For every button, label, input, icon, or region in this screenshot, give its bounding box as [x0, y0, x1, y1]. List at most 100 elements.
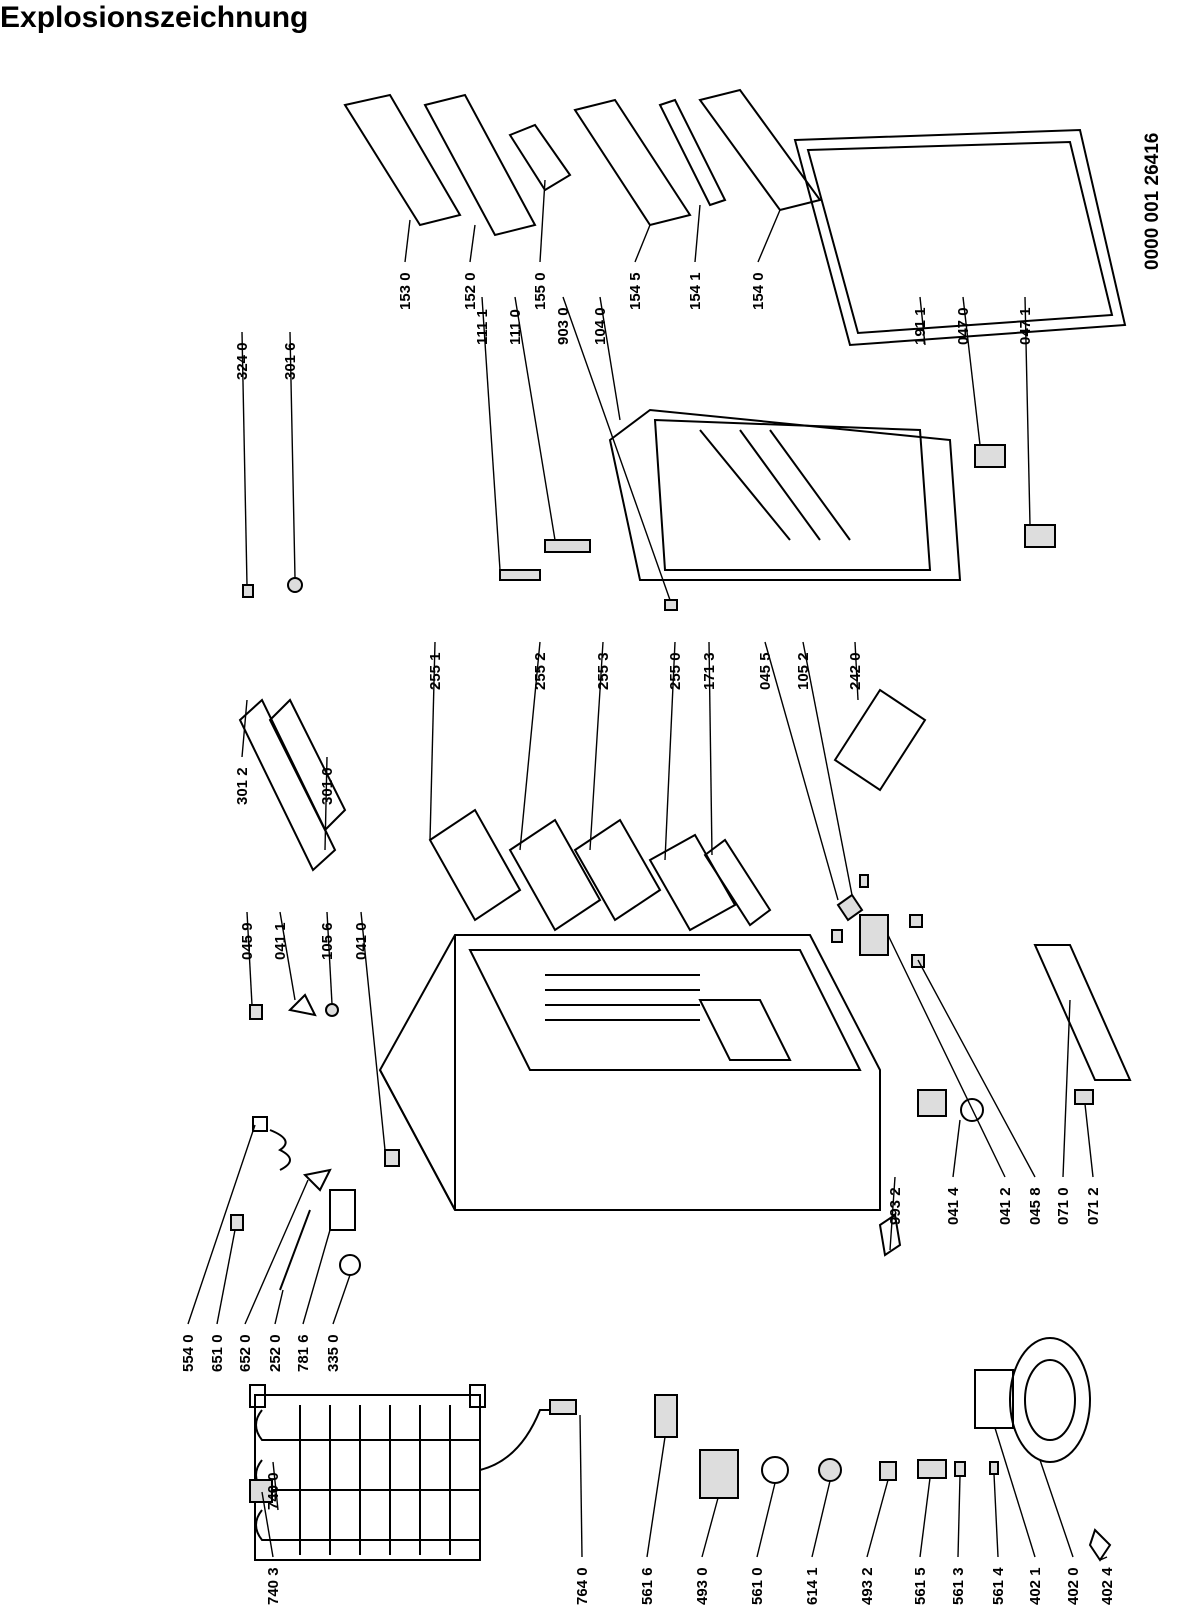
leader-242-0: [854, 641, 859, 701]
part-label-324-0: 324 0: [234, 342, 251, 380]
part-label-781-6: 781 6: [295, 1334, 312, 1372]
leader-561-0: [756, 1482, 776, 1558]
leader-047-0: [962, 296, 981, 446]
page-title: Explosionszeichnung: [0, 1, 309, 34]
part-label-152-0: 152 0: [462, 272, 479, 310]
leader-111-1: [481, 296, 501, 571]
electrical-parts-drawing: [654, 1337, 1112, 1562]
inner-door-drawing: [499, 408, 1056, 611]
thermostat-parts-drawing: [230, 993, 361, 1291]
leader-154-5: [634, 224, 651, 263]
leader-561-3: [957, 1475, 961, 1558]
cabinet-drawing: [378, 934, 881, 1211]
leader-045-5: [764, 641, 839, 901]
part-label-171-3: 171 3: [701, 652, 718, 690]
part-label-903-0: 903 0: [555, 307, 572, 345]
leader-740-3: [261, 1491, 274, 1558]
part-label-071-0: 071 0: [1055, 1187, 1072, 1225]
part-label-041-2: 041 2: [997, 1187, 1014, 1225]
part-label-493-2: 493 2: [859, 1567, 876, 1605]
part-label-047-0: 047 0: [955, 307, 972, 345]
leader-402-4: [1099, 1556, 1108, 1561]
part-label-402-0: 402 0: [1065, 1567, 1082, 1605]
leader-781-6: [302, 1229, 331, 1325]
leader-561-4: [993, 1473, 999, 1558]
part-label-652-0: 652 0: [237, 1334, 254, 1372]
doc-number: 0000 001 26416: [1142, 133, 1163, 270]
leader-155-0: [539, 179, 546, 263]
part-label-561-5: 561 5: [912, 1567, 929, 1605]
part-label-561-4: 561 4: [990, 1567, 1007, 1605]
part-label-252-0: 252 0: [267, 1334, 284, 1372]
leader-071-2: [1084, 1103, 1094, 1178]
part-label-255-3: 255 3: [595, 652, 612, 690]
part-label-154-1: 154 1: [687, 272, 704, 310]
leader-301-6: [289, 331, 296, 579]
leader-045-8: [917, 959, 1036, 1178]
part-label-301-2: 301 2: [234, 767, 251, 805]
leader-402-1: [994, 1427, 1036, 1558]
part-label-764-0: 764 0: [574, 1567, 591, 1605]
part-label-554-0: 554 0: [180, 1334, 197, 1372]
leader-071-0: [1062, 999, 1071, 1178]
leader-255-1: [429, 641, 436, 841]
leader-651-0: [216, 1229, 236, 1325]
leader-191-1: [919, 296, 926, 346]
shelves-drawing: [428, 688, 927, 932]
part-label-561-3: 561 3: [950, 1567, 967, 1605]
leader-764-0: [579, 1414, 583, 1558]
part-label-493-0: 493 0: [694, 1567, 711, 1605]
leader-152-0: [469, 224, 476, 263]
leader-301-0: [324, 756, 328, 851]
leader-041-0: [360, 911, 386, 1151]
leader-561-5: [919, 1477, 931, 1558]
leader-993-2: [889, 1176, 896, 1251]
part-label-335-0: 335 0: [325, 1334, 342, 1372]
part-label-614-1: 614 1: [804, 1567, 821, 1605]
part-label-255-1: 255 1: [427, 652, 444, 690]
leader-903-0: [562, 296, 671, 601]
part-label-402-4: 402 4: [1099, 1567, 1116, 1605]
part-label-047-1: 047 1: [1017, 307, 1034, 345]
leader-561-6: [646, 1436, 666, 1558]
part-label-153-0: 153 0: [397, 272, 414, 310]
part-label-104-0: 104 0: [592, 307, 609, 345]
part-label-301-6: 301 6: [282, 342, 299, 380]
part-label-111-0: 111 0: [507, 309, 524, 345]
leader-493-0: [701, 1497, 719, 1558]
part-label-191-1: 191 1: [912, 307, 929, 345]
part-label-561-6: 561 6: [639, 1567, 656, 1605]
leader-652-0: [244, 1179, 309, 1325]
leader-041-1: [279, 911, 296, 1001]
leader-154-1: [694, 204, 701, 263]
part-label-255-0: 255 0: [667, 652, 684, 690]
part-label-154-5: 154 5: [627, 272, 644, 310]
part-label-301-0: 301 0: [319, 767, 336, 805]
leader-335-0: [332, 1274, 351, 1325]
leader-041-2: [887, 934, 1006, 1178]
leader-105-6: [326, 911, 333, 1005]
leader-740-0: [272, 1461, 279, 1511]
leader-111-0: [514, 296, 556, 541]
part-label-993-2: 993 2: [887, 1187, 904, 1225]
part-label-045-8: 045 8: [1027, 1187, 1044, 1225]
part-label-045-9: 045 9: [239, 922, 256, 960]
door-bins-drawing: [343, 88, 822, 237]
leader-252-0: [274, 1289, 284, 1325]
condenser-drawing: [249, 1384, 577, 1561]
evaporator-drawing: [238, 577, 347, 872]
leader-255-0: [664, 641, 676, 861]
part-label-154-0: 154 0: [750, 272, 767, 310]
part-label-155-0: 155 0: [532, 272, 549, 310]
leader-493-2: [866, 1479, 889, 1558]
part-label-651-0: 651 0: [209, 1334, 226, 1372]
leader-154-0: [757, 209, 781, 263]
leader-255-2: [519, 641, 541, 851]
part-label-255-2: 255 2: [532, 652, 549, 690]
part-label-071-2: 071 2: [1085, 1187, 1102, 1225]
door-gasket-drawing: [793, 128, 1127, 347]
leader-324-0: [241, 331, 248, 586]
part-label-111-1: 111 1: [474, 309, 491, 345]
